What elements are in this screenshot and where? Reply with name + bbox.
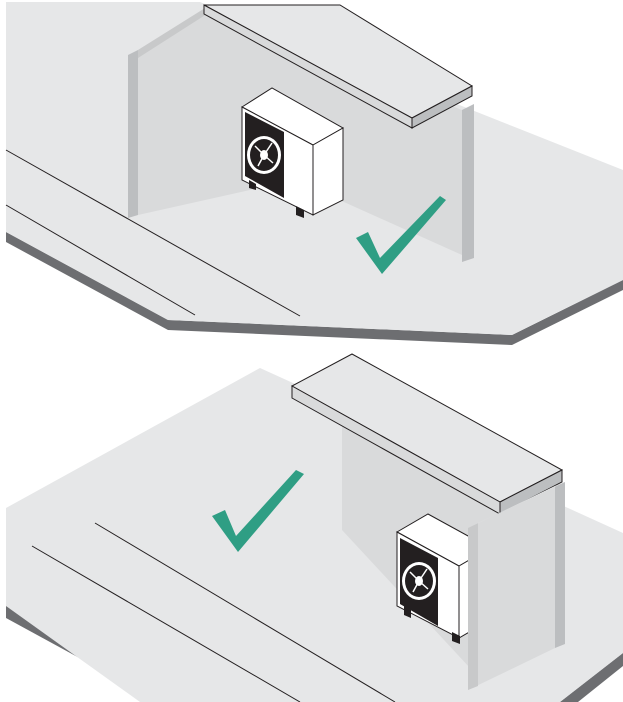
fan-grille (400, 538, 438, 626)
right-wall (462, 104, 474, 262)
fan-grille (245, 112, 284, 198)
diagram-bottom-svg (6, 353, 623, 702)
left-wall (128, 5, 210, 218)
checkmark-icon (356, 196, 446, 274)
checkmark-icon (212, 470, 304, 552)
side-wall (468, 482, 565, 690)
diagram-top-svg (5, 2, 623, 345)
panel-top-installation (0, 0, 623, 348)
panel-bottom-installation (0, 348, 623, 702)
canopy (203, 4, 474, 129)
heat-pump-unit (241, 87, 345, 218)
canopy (290, 353, 564, 515)
